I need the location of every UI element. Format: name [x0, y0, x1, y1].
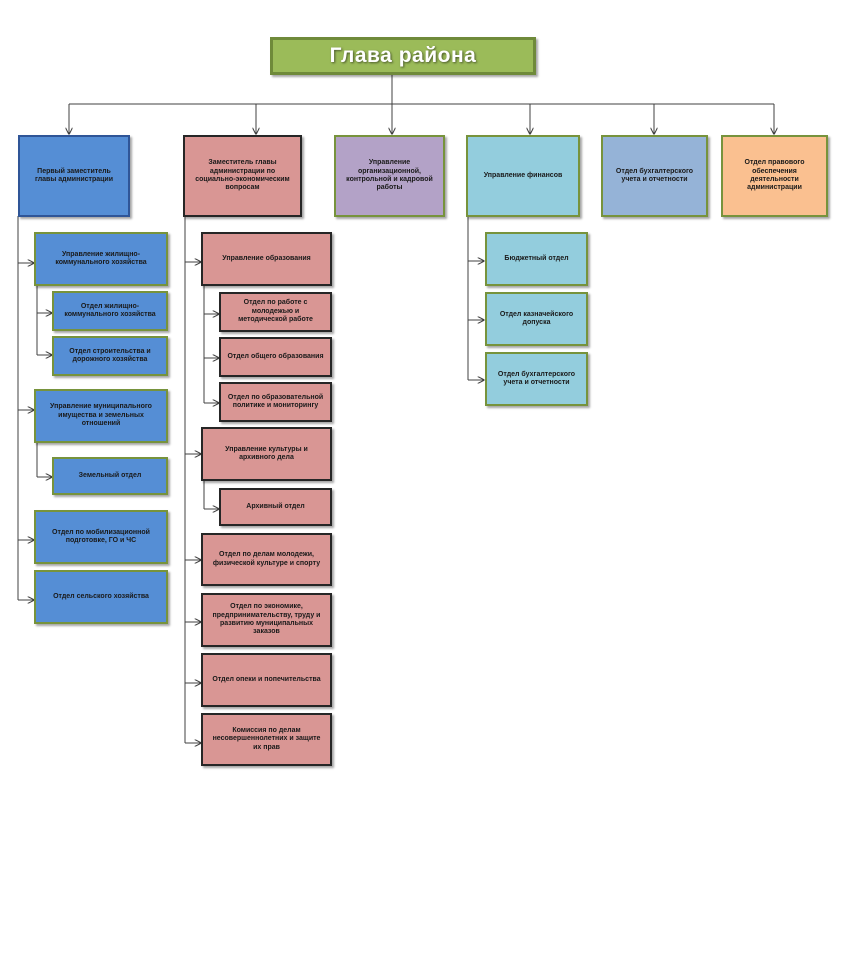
- land-label: Земельный отдел: [78, 471, 142, 479]
- housing-section-label: Отдел жилищно-коммунального хозяйства: [64, 302, 156, 318]
- sport-box: Отдел по делам молодежи, физической куль…: [201, 533, 332, 586]
- archive-box: Архивный отдел: [219, 488, 332, 526]
- mobilization-label: Отдел по мобилизационной подготовке, ГО …: [52, 528, 150, 544]
- land-box: Земельный отдел: [52, 457, 168, 495]
- housing-dept-box: Управление жилищно-коммунального хозяйст…: [34, 232, 168, 286]
- housing-section-box: Отдел жилищно-коммунального хозяйства: [52, 291, 168, 331]
- legal-box: Отдел правового обеспечения деятельности…: [721, 135, 828, 217]
- economy-label: Отдел по экономике, предпринимательству,…: [212, 603, 321, 636]
- budget-box: Бюджетный отдел: [485, 232, 588, 286]
- org-control-label: Управление организационной, контрольной …: [346, 159, 433, 192]
- first-deputy-box: Первый заместитель главы администрации: [18, 135, 130, 217]
- economy-box: Отдел по экономике, предпринимательству,…: [201, 593, 332, 647]
- construction-box: Отдел строительства и дорожного хозяйств…: [52, 336, 168, 376]
- commission-box: Комиссия по делам несовершеннолетних и з…: [201, 713, 332, 766]
- finance-box: Управление финансов: [466, 135, 580, 217]
- accounting-label: Отдел бухгалтерского учета и отчетности: [615, 167, 694, 183]
- housing-dept-label: Управление жилищно-коммунального хозяйст…: [55, 250, 147, 266]
- property-dept-label: Управление муниципального имущества и зе…: [50, 403, 152, 428]
- legal-label: Отдел правового обеспечения деятельности…: [744, 159, 805, 192]
- budget-label: Бюджетный отдел: [504, 254, 569, 262]
- culture-dept-label: Управление культуры и архивного дела: [225, 445, 308, 461]
- youth-label: Отдел по работе с молодежью и методическ…: [238, 299, 313, 324]
- treasury-label: Отдел казначейского допуска: [499, 310, 574, 326]
- youth-box: Отдел по работе с молодежью и методическ…: [219, 292, 332, 332]
- culture-dept-box: Управление культуры и архивного дела: [201, 427, 332, 481]
- mobilization-box: Отдел по мобилизационной подготовке, ГО …: [34, 510, 168, 564]
- edu-monitoring-label: Отдел по образовательной политике и мони…: [227, 393, 324, 409]
- finance-accounting-box: Отдел бухгалтерского учета и отчетности: [485, 352, 588, 406]
- construction-label: Отдел строительства и дорожного хозяйств…: [69, 347, 151, 363]
- accounting-box: Отдел бухгалтерского учета и отчетности: [601, 135, 708, 217]
- head-title: Глава района: [329, 44, 477, 68]
- head-box: Глава района: [270, 37, 536, 75]
- first-deputy-label: Первый заместитель главы администрации: [34, 167, 114, 183]
- edu-monitoring-box: Отдел по образовательной политике и мони…: [219, 382, 332, 422]
- org-control-box: Управление организационной, контрольной …: [334, 135, 445, 217]
- treasury-box: Отдел казначейского допуска: [485, 292, 588, 346]
- guardianship-box: Отдел опеки и попечительства: [201, 653, 332, 707]
- sport-label: Отдел по делам молодежи, физической куль…: [212, 551, 321, 567]
- deputy-social-label: Заместитель главы администрации по социа…: [195, 159, 290, 192]
- agriculture-label: Отдел сельского хозяйства: [53, 592, 149, 600]
- agriculture-box: Отдел сельского хозяйства: [34, 570, 168, 624]
- archive-label: Архивный отдел: [246, 502, 305, 510]
- property-dept-box: Управление муниципального имущества и зе…: [34, 389, 168, 443]
- finance-accounting-label: Отдел бухгалтерского учета и отчетности: [497, 370, 576, 386]
- general-education-label: Отдел общего образования: [227, 352, 324, 360]
- commission-label: Комиссия по делам несовершеннолетних и з…: [212, 726, 321, 751]
- deputy-social-box: Заместитель главы администрации по социа…: [183, 135, 302, 217]
- education-dept-label: Управление образования: [222, 254, 311, 262]
- guardianship-label: Отдел опеки и попечительства: [212, 675, 321, 683]
- general-education-box: Отдел общего образования: [219, 337, 332, 377]
- education-dept-box: Управление образования: [201, 232, 332, 286]
- finance-label: Управление финансов: [483, 171, 563, 179]
